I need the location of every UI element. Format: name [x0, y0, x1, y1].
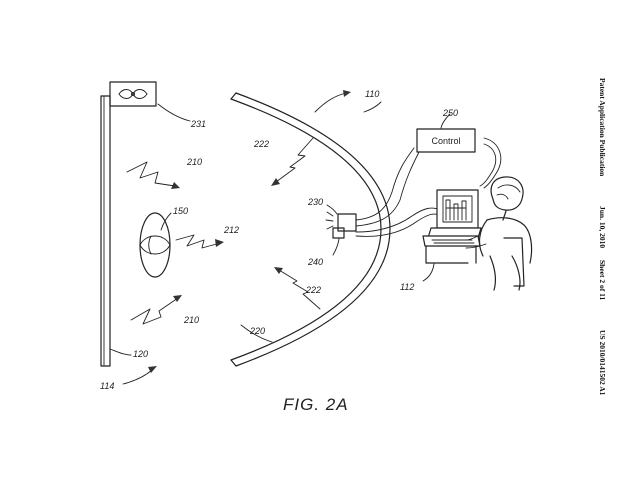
emission-arrow-210-upper: [126, 161, 180, 189]
ref-220: 220: [249, 326, 265, 336]
computer-workstation: [422, 189, 482, 264]
ref-250: 250: [442, 108, 458, 118]
emission-arrow-212: [175, 234, 224, 249]
ref-150: 150: [173, 206, 188, 216]
ref-222-upper: 222: [253, 139, 269, 149]
ref-112: 112: [400, 282, 414, 292]
emission-arrow-210-lower: [130, 295, 182, 325]
object-150: [139, 212, 171, 278]
control-box: Control: [416, 128, 476, 153]
ref-120: 120: [133, 349, 148, 359]
ref-240: 240: [307, 257, 323, 267]
control-box-label: Control: [431, 136, 460, 146]
reference-numerals: 231 210 150 212 210 120 114 110 222 222 …: [100, 89, 458, 391]
fan-unit: [109, 81, 157, 107]
figure-caption: FIG. 2A: [283, 395, 349, 414]
ref-222-lower: 222: [305, 285, 321, 295]
ref-231: 231: [190, 119, 206, 129]
ref-210-lower: 210: [183, 315, 199, 325]
sheet-number: Sheet 2 of 11: [598, 260, 607, 300]
computer-cable: [355, 137, 502, 237]
page-header: Patent Application Publication Jun. 10, …: [598, 78, 607, 396]
operator-figure: [465, 176, 533, 291]
publication-title: Patent Application Publication: [598, 78, 607, 177]
control-cable: [355, 147, 420, 227]
publication-date: Jun. 10, 2010: [598, 206, 607, 248]
ref-210-upper: 210: [186, 157, 202, 167]
ref-212: 212: [223, 225, 239, 235]
reflected-ray-222-lower: [274, 267, 321, 310]
leader-lines: [109, 101, 451, 356]
wall-panel: [100, 95, 111, 367]
sensor-device: [325, 211, 357, 239]
ref-230: 230: [307, 197, 323, 207]
arrow-110: [314, 90, 351, 113]
arrow-114: [122, 366, 157, 385]
ref-114: 114: [100, 381, 114, 391]
reflected-ray-222-upper: [271, 137, 314, 186]
ref-110: 110: [365, 89, 379, 99]
publication-number: US 2010/0141502 A1: [598, 330, 607, 396]
